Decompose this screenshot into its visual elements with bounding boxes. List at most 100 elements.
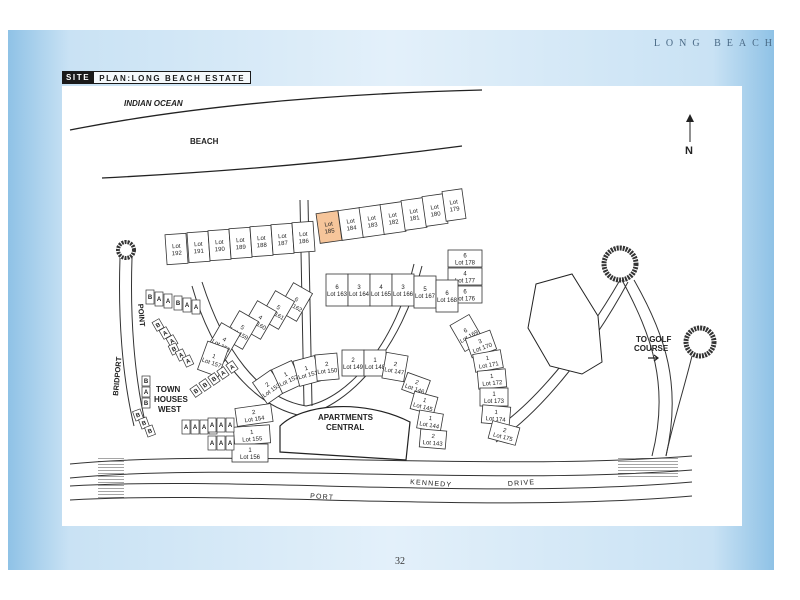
townhouse-label: A: [229, 364, 237, 372]
lot-label-top: 2: [502, 428, 507, 435]
lot-label-top: 2: [393, 362, 398, 369]
lot-label-top: 2: [265, 382, 272, 389]
townhouse-block: B: [189, 384, 203, 398]
townhouse-outline: [154, 291, 164, 307]
apartments-label-1: APARTMENTS: [318, 413, 374, 422]
lot-label-bottom: Lot 148: [365, 365, 386, 371]
townhouse-outline: [216, 435, 226, 451]
lot-label-top: Lot: [367, 215, 376, 222]
townhouse-label: A: [166, 299, 171, 305]
townhouse-label: A: [162, 330, 169, 338]
townhouse-block: A: [158, 326, 172, 340]
road-crossing-east: [618, 456, 678, 478]
townhouse-block: A: [181, 419, 191, 435]
lot-label-top: 1: [428, 416, 433, 423]
townhouse-outline: [190, 419, 200, 435]
lot-outline: [231, 443, 269, 463]
lot-label-bottom: Lot 168: [437, 298, 458, 304]
lot-outline: [381, 351, 409, 383]
townhouses-label-1: TOWN: [156, 385, 181, 394]
townhouse-label: A: [184, 425, 189, 431]
lot-outline: [291, 220, 316, 254]
lot-label-bottom: Lot 163: [327, 292, 348, 298]
lot-label-bottom: Lot 149: [343, 365, 364, 371]
lot-label-bottom: Lot 155: [242, 436, 263, 443]
townhouse-label: B: [144, 401, 149, 407]
lot-label-top: 5: [423, 287, 427, 293]
golf-reserve: [527, 273, 603, 375]
lot-label-top: 1: [422, 398, 427, 405]
lot-label-top: 5: [275, 305, 281, 312]
lot-label-top: Lot: [449, 199, 458, 206]
townhouse-block: A: [207, 417, 217, 433]
townhouse-block: B: [151, 318, 165, 332]
townhouse-block: A: [181, 354, 195, 368]
lot-label-bottom: 182: [388, 219, 399, 226]
lot-label-top: 6: [463, 254, 467, 260]
townhouse-outline: [225, 360, 239, 374]
site-plan-label: SITE PLAN:LONG BEACH ESTATE: [62, 71, 252, 84]
townhouse-label: B: [135, 412, 142, 419]
north-label: N: [685, 145, 693, 157]
lot-label-top: 1: [494, 410, 499, 416]
golf-label-2: COURSE: [634, 344, 669, 353]
townhouse-outline: [198, 378, 212, 392]
arrow-right-icon: [648, 354, 659, 362]
townhouse-outline: [181, 419, 191, 435]
townhouse-outline: [207, 372, 221, 386]
lot-label-bottom: 186: [299, 239, 310, 246]
lot-label-top: 3: [357, 285, 361, 291]
lot-label-bottom: Lot 176: [455, 297, 476, 303]
lot-outline: [447, 249, 483, 268]
townhouse-block: B: [173, 295, 183, 311]
lot-label-bottom: 190: [215, 247, 226, 254]
lot-label-top: Lot: [172, 244, 181, 251]
townhouse-label: A: [219, 423, 224, 429]
townhouse-label: A: [185, 303, 190, 309]
townhouse-outline: [189, 384, 203, 398]
townhouse-block: B: [207, 372, 221, 386]
lot-outline: [418, 428, 448, 450]
townhouse-label: B: [144, 379, 149, 385]
lot-label-top: 1: [485, 356, 490, 363]
townhouse-label: A: [219, 441, 224, 447]
lot-label-bottom: Lot 156: [240, 455, 261, 461]
lot-outline: [197, 340, 229, 378]
lot-label-top: Lot: [215, 240, 224, 247]
lot-layer: Lot192Lot191Lot190Lot189Lot188Lot187Lot1…: [164, 188, 521, 463]
townhouse-label: A: [202, 425, 207, 431]
beach-line: [101, 145, 463, 179]
lot-label-bottom: Lot 167: [415, 294, 436, 300]
lot-label-bottom: Lot 166: [393, 292, 414, 298]
kennedy-label: KENNEDY: [410, 479, 453, 489]
lot-label-bottom: Lot 174: [485, 416, 506, 424]
roundabout-north: [601, 245, 639, 283]
townhouse-block: B: [141, 375, 151, 387]
site-tag: SITE: [62, 71, 95, 84]
townhouse-outline: [181, 354, 195, 368]
townhouse-outline: [216, 417, 226, 433]
townhouse-label: A: [220, 370, 228, 378]
townhouse-outline: [191, 299, 201, 315]
lot-label-top: 6: [445, 291, 449, 297]
lot-label-top: Lot: [346, 218, 355, 225]
townhouse-block: B: [141, 397, 151, 409]
lot-label-bottom: 181: [409, 215, 420, 222]
townhouse-label: A: [210, 441, 215, 447]
